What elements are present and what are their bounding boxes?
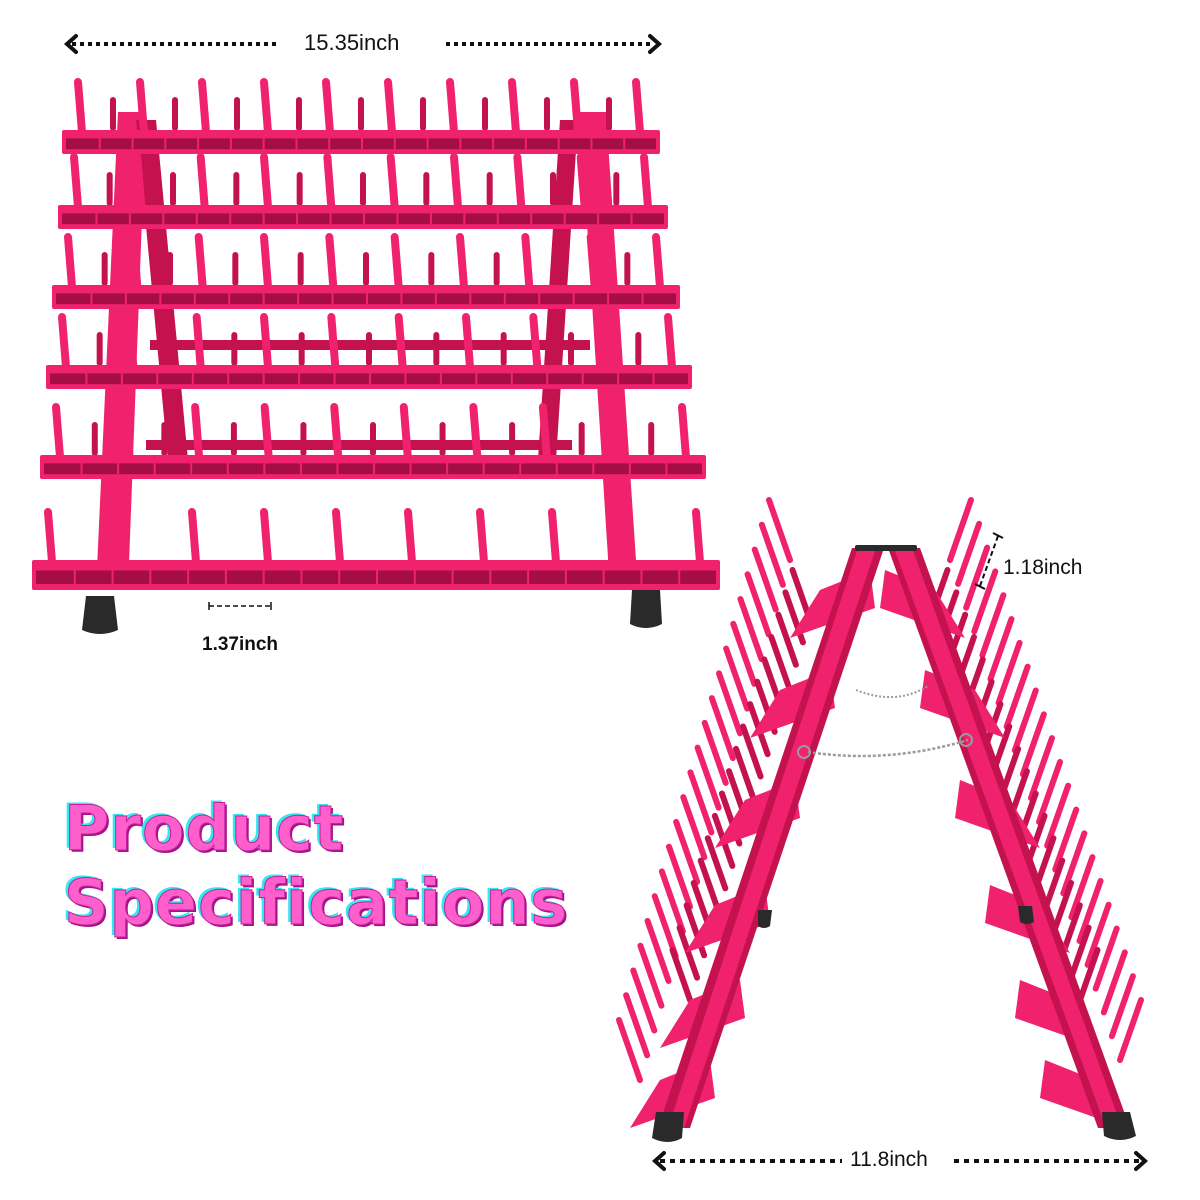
depth-dimension-label: 11.8inch (850, 1148, 928, 1171)
heading-line-product: Product (63, 792, 345, 866)
side-rack-shape (616, 497, 1144, 1142)
heading-line-specifications: Specifications (63, 866, 569, 940)
peg-spacing-dimension-label: 1.37inch (202, 634, 279, 655)
width-dimension-label: 15.35inch (304, 30, 400, 55)
product-specifications-heading: Product Specifications (63, 792, 569, 940)
peg-height-bracket-icon (974, 532, 1004, 590)
depth-arrow-icon (651, 1151, 1149, 1171)
width-arrow-icon (63, 34, 663, 54)
front-rack-shape (32, 78, 720, 634)
peg-height-dimension-label: 1.18inch (1003, 556, 1083, 579)
peg-spacing-bracket-icon (208, 602, 272, 610)
